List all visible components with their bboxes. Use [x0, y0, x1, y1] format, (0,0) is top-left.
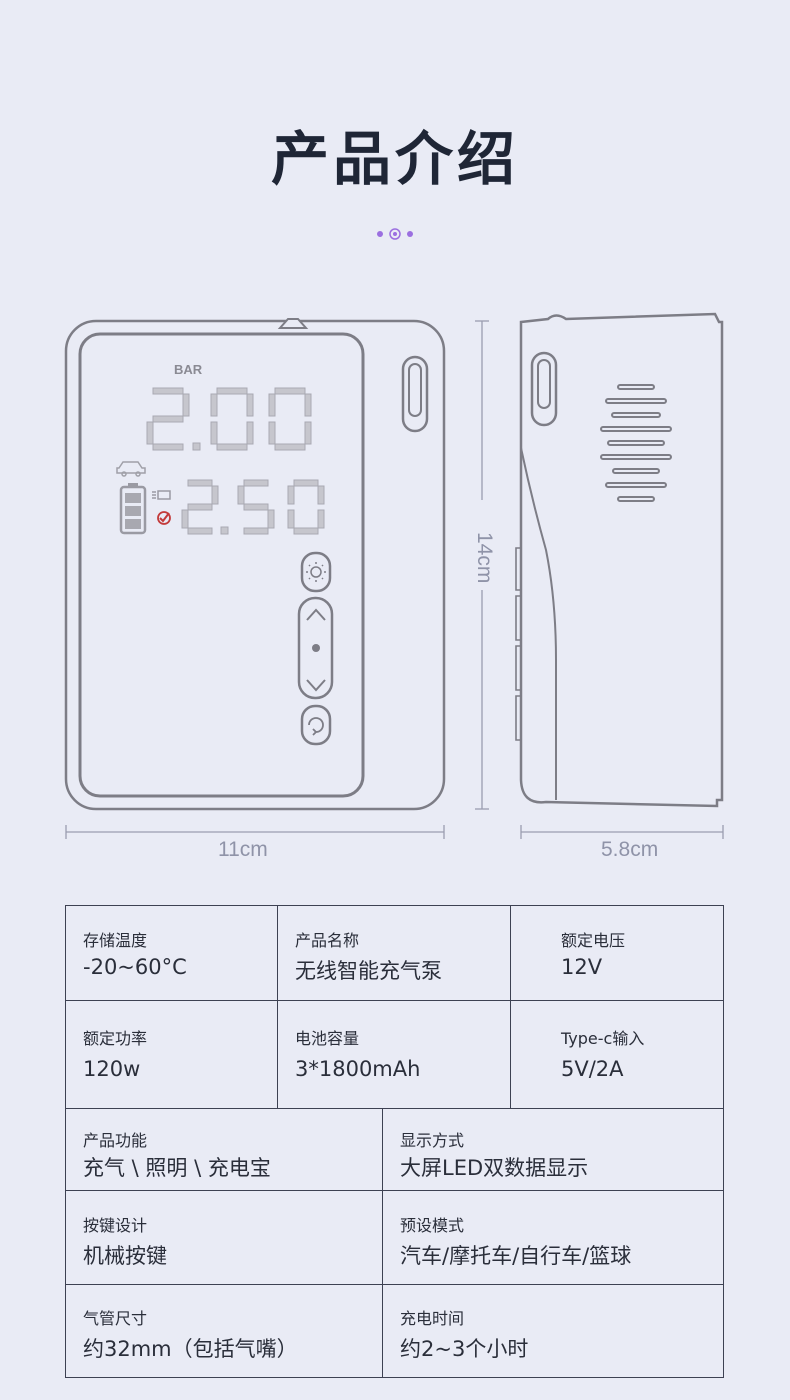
lcd-segment — [246, 393, 254, 417]
bar-unit-label: BAR — [174, 362, 203, 377]
width-dimension — [65, 825, 445, 839]
spec-row: 额定功率 120w 电池容量 3*1800mAh Type-c输入 5V/2A — [66, 1000, 723, 1108]
spec-label: 充电时间 — [400, 1309, 465, 1328]
spec-label: 显示方式 — [400, 1131, 465, 1150]
spec-label: 预设模式 — [400, 1216, 465, 1235]
lcd-segment — [152, 415, 184, 423]
front-view — [64, 318, 446, 811]
spec-label: 产品功能 — [83, 1131, 148, 1150]
check-icon — [157, 511, 171, 525]
lcd-segment — [287, 509, 295, 529]
spec-cell: 预设模式汽车/摩托车/自行车/篮球 — [382, 1191, 725, 1284]
height-dimension-label: 14cm — [473, 532, 496, 584]
light-button — [300, 551, 332, 593]
lcd-segment — [267, 509, 275, 529]
height-dimension — [475, 320, 489, 810]
lcd-segment — [210, 393, 218, 417]
car-icon — [116, 461, 146, 477]
spec-value: 机械按键 — [83, 1244, 167, 1268]
product-diagram: BAR 11cm 5.8cm 14cm — [0, 300, 790, 880]
lcd-segment — [268, 393, 276, 417]
lcd-segment — [274, 387, 306, 395]
lcd-segment — [243, 503, 269, 511]
spec-label: 额定功率 — [83, 1029, 148, 1048]
lcd-segment — [216, 387, 248, 395]
lcd-segment — [211, 485, 219, 505]
lcd-segment — [237, 485, 245, 505]
spec-cell: 按键设计机械按键 — [66, 1191, 382, 1284]
spec-label: Type-c输入 — [561, 1029, 645, 1048]
vent-grille — [600, 384, 672, 502]
battery-icon — [119, 483, 147, 535]
lcd-segment — [243, 479, 269, 487]
lcd-segment — [293, 479, 319, 487]
lcd-segment — [146, 421, 154, 445]
lcd-decimal-point — [220, 526, 229, 535]
spec-value: 无线智能充气泵 — [295, 959, 442, 983]
lcd-segment — [152, 443, 184, 451]
flashlight-icon — [152, 490, 171, 500]
spec-row: 存储温度 -20~60°C 产品名称无线智能充气泵 额定电压 12V — [66, 906, 723, 1000]
spec-row: 气管尺寸约32mm（包括气嘴）充电时间约2~3个小时 — [66, 1284, 723, 1377]
spec-value: 约32mm（包括气嘴） — [83, 1337, 298, 1361]
lcd-segment — [152, 387, 184, 395]
adjust-buttons — [297, 596, 334, 700]
spec-cell: 额定电压 12V — [510, 906, 725, 1000]
lcd-segment — [317, 485, 325, 505]
spec-value: 约2~3个小时 — [400, 1337, 529, 1361]
spec-label: 产品名称 — [295, 931, 360, 950]
decorative-dots-icon — [377, 228, 413, 240]
lcd-segment — [293, 527, 319, 535]
spec-value: 3*1800mAh — [295, 1057, 421, 1081]
spec-cell: 充电时间约2~3个小时 — [382, 1285, 725, 1377]
lcd-segment — [187, 503, 213, 511]
lcd-bottom-reading — [181, 479, 325, 535]
mode-button — [300, 704, 332, 746]
lcd-top-reading — [146, 387, 312, 451]
page-title: 产品介绍 — [270, 125, 519, 193]
lcd-segment — [182, 393, 190, 417]
lcd-segment — [216, 443, 248, 451]
spec-row: 产品功能充气 \ 照明 \ 充电宝显示方式大屏LED双数据显示 — [66, 1108, 723, 1190]
lcd-segment — [243, 527, 269, 535]
side-view — [515, 312, 724, 808]
spec-value: 120w — [83, 1057, 141, 1081]
spec-row: 按键设计机械按键预设模式汽车/摩托车/自行车/篮球 — [66, 1190, 723, 1284]
lcd-segment — [274, 443, 306, 451]
lcd-segment — [187, 527, 213, 535]
lcd-decimal-point — [192, 442, 201, 451]
spec-label: 电池容量 — [295, 1029, 360, 1048]
spec-label: 气管尺寸 — [83, 1309, 148, 1328]
spec-cell: 产品名称无线智能充气泵 — [277, 906, 510, 1000]
spec-label: 按键设计 — [83, 1216, 148, 1235]
spec-value: 12V — [561, 955, 603, 979]
spec-value: -20~60°C — [83, 955, 187, 979]
spec-value: 5V/2A — [561, 1057, 624, 1081]
lcd-segment — [210, 421, 218, 445]
spec-cell: 气管尺寸约32mm（包括气嘴） — [66, 1285, 382, 1377]
lcd-segment — [287, 485, 295, 505]
spec-cell: 产品功能充气 \ 照明 \ 充电宝 — [66, 1109, 382, 1190]
spec-value: 汽车/摩托车/自行车/篮球 — [400, 1244, 632, 1268]
spec-value: 充气 \ 照明 \ 充电宝 — [83, 1156, 271, 1180]
spec-cell: 存储温度 -20~60°C — [66, 906, 277, 1000]
spec-label: 存储温度 — [83, 931, 148, 950]
depth-dimension-label: 5.8cm — [601, 838, 659, 861]
spec-label: 额定电压 — [561, 931, 626, 950]
lcd-segment — [246, 421, 254, 445]
lcd-segment — [187, 479, 213, 487]
lcd-segment — [304, 421, 312, 445]
spec-cell: 显示方式大屏LED双数据显示 — [382, 1109, 725, 1190]
lcd-segment — [181, 509, 189, 529]
spec-table: 存储温度 -20~60°C 产品名称无线智能充气泵 额定电压 12V 额定功率 120w 电池… — [65, 905, 724, 1378]
spec-value: 大屏LED双数据显示 — [400, 1156, 589, 1180]
lcd-segment — [317, 509, 325, 529]
width-dimension-label: 11cm — [218, 838, 268, 861]
depth-dimension — [520, 825, 724, 839]
lcd-segment — [268, 421, 276, 445]
spec-cell: 电池容量 3*1800mAh — [277, 1001, 510, 1108]
spec-cell: Type-c输入 5V/2A — [510, 1001, 725, 1108]
spec-cell: 额定功率 120w — [66, 1001, 277, 1108]
lcd-segment — [304, 393, 312, 417]
